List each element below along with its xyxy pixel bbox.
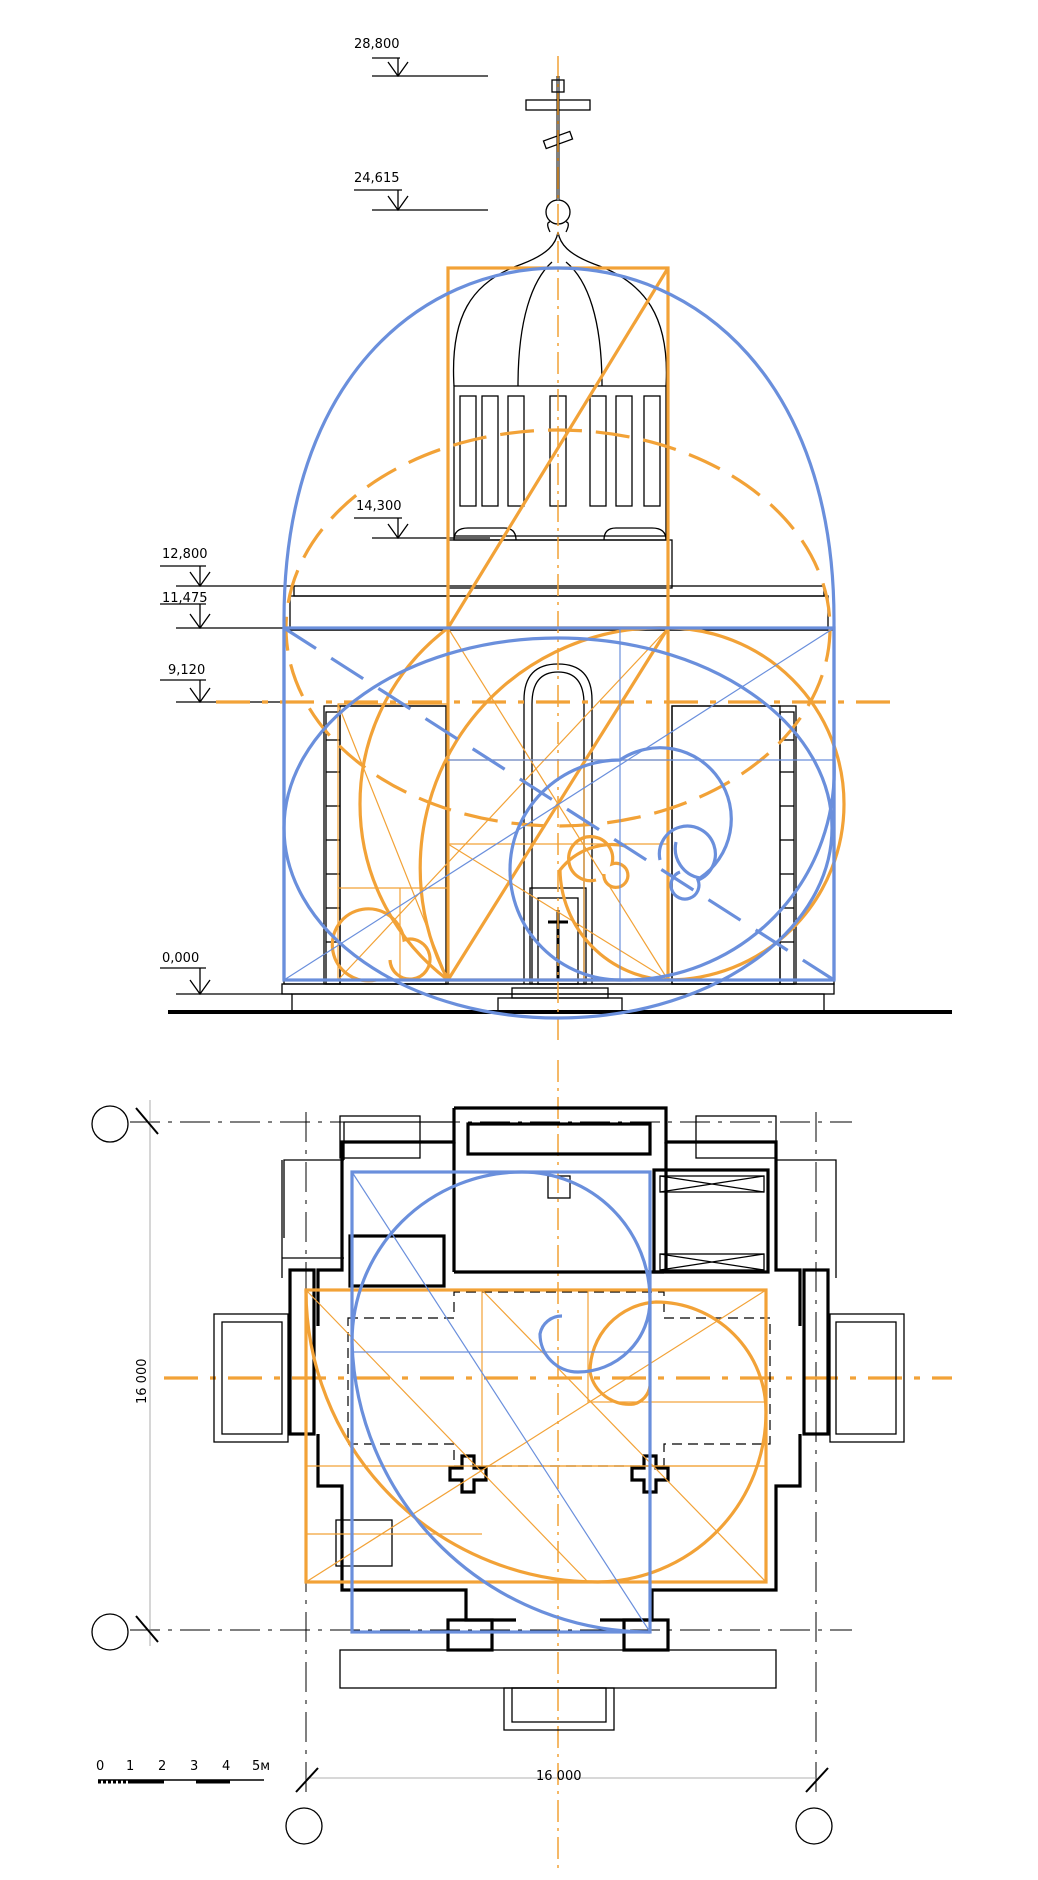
level-label: 14,300 <box>356 499 402 514</box>
scale-tick: 1 <box>126 1759 134 1774</box>
plan-height-dimension: 16 000 <box>135 1359 150 1405</box>
lower-wall <box>283 585 835 985</box>
blue-construction <box>282 266 836 1020</box>
blue-plan-construction <box>350 1170 652 1634</box>
level-label: 28,800 <box>354 37 400 52</box>
level-markers <box>160 57 490 996</box>
scale-tick: 5м <box>252 1759 270 1774</box>
dome <box>452 199 668 387</box>
axis-bubbles <box>91 1105 833 1845</box>
grid-axes <box>130 1060 952 1870</box>
terraces <box>213 1115 905 1731</box>
orange-construction <box>284 266 846 983</box>
scale-tick: 3 <box>190 1759 198 1774</box>
level-label: 0,000 <box>162 951 199 966</box>
level-label: 12,800 <box>162 547 208 562</box>
scale-tick: 0 <box>96 1759 104 1774</box>
level-label: 9,120 <box>168 663 205 678</box>
level-label: 11,475 <box>162 591 208 606</box>
walls <box>288 1106 830 1652</box>
plan-view: 16 000 16 000 0 1 2 3 4 5м <box>91 1060 952 1870</box>
scale-bar <box>98 1779 264 1784</box>
level-label: 24,615 <box>354 171 400 186</box>
elevation-view: 28,800 24,615 14,300 12,800 11,475 9,120… <box>160 37 952 1046</box>
scale-tick: 2 <box>158 1759 166 1774</box>
drum <box>447 385 673 589</box>
orange-plan-construction <box>304 1288 768 1584</box>
scale-tick: 4 <box>222 1759 230 1774</box>
plan-width-dimension: 16 000 <box>536 1769 582 1784</box>
